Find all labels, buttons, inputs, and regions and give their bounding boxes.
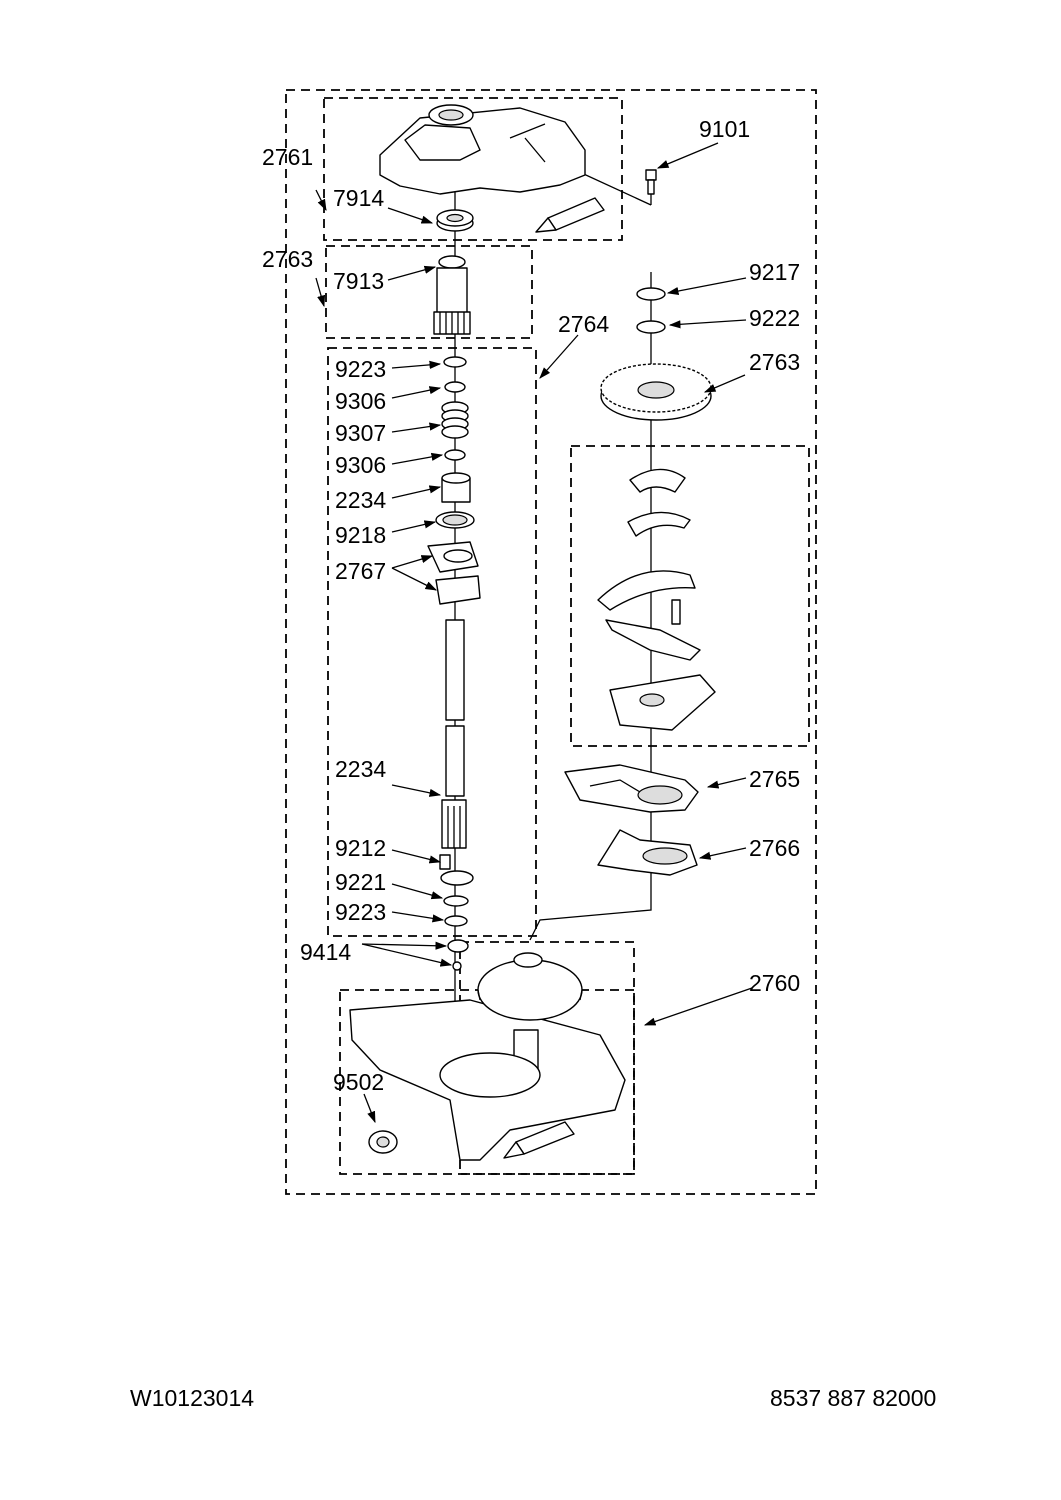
callout-9306-upper: 9306: [335, 388, 386, 414]
center-lines: [454, 140, 652, 1080]
pinion-7913: [433, 255, 471, 335]
clutch-2767: [427, 541, 481, 605]
lower-washers: [439, 854, 474, 971]
gearcase-housing: [349, 952, 626, 1161]
seal-9502: [368, 1130, 398, 1154]
shaft-assembly-box: [327, 347, 537, 937]
callout-2234-lower: 2234: [335, 756, 386, 782]
callout-9101: 9101: [699, 116, 750, 142]
cover-assembly-box: [323, 97, 623, 241]
footer-right-code: 8537 887 82000: [770, 1385, 937, 1411]
shift-assembly-parts: [597, 468, 716, 731]
callout-7913: 7913: [333, 268, 384, 294]
shaft-small-parts: [435, 356, 475, 529]
callout-2761: 2761: [262, 144, 313, 170]
callout-9212: 9212: [335, 835, 386, 861]
callout-2763-left: 2763: [262, 246, 313, 272]
screw-9101: [645, 169, 657, 195]
callout-9223-upper: 9223: [335, 356, 386, 382]
bearing-7914: [436, 209, 474, 232]
leader-arrows: [315, 142, 753, 1124]
callout-9218: 9218: [335, 522, 386, 548]
callout-2234-upper: 2234: [335, 487, 386, 513]
outer-assembly-box: [285, 89, 817, 1195]
callout-9502: 9502: [333, 1069, 384, 1095]
shift-lever-2765: [564, 764, 699, 813]
callout-9306-lower: 9306: [335, 452, 386, 478]
assembly-boxes: [285, 89, 817, 1195]
callout-2763-right: 2763: [749, 349, 800, 375]
callout-2764: 2764: [558, 311, 609, 337]
callout-7914: 7914: [333, 185, 384, 211]
callout-9217: 9217: [749, 259, 800, 285]
actuator-2766: [597, 829, 698, 876]
callout-9223-lower: 9223: [335, 899, 386, 925]
sealant-tube-bottom: [503, 1121, 575, 1159]
callout-9221: 9221: [335, 869, 386, 895]
agitate-shaft: [441, 619, 467, 849]
callout-2760: 2760: [749, 970, 800, 996]
callout-9222: 9222: [749, 305, 800, 331]
drive-gear-stack: [600, 287, 712, 421]
callout-9307: 9307: [335, 420, 386, 446]
gearcase-cover: [379, 104, 586, 195]
case-lower-box: [339, 989, 635, 1175]
callout-labels: 2761 7914 9101 2763 7913 2764 9217 9222 …: [262, 116, 800, 1095]
sealant-tube-top: [535, 197, 605, 233]
callout-2765: 2765: [749, 766, 800, 792]
callout-9414: 9414: [300, 939, 351, 965]
footer-left-code: W10123014: [130, 1385, 255, 1411]
callout-2767: 2767: [335, 558, 386, 584]
callout-2766: 2766: [749, 835, 800, 861]
